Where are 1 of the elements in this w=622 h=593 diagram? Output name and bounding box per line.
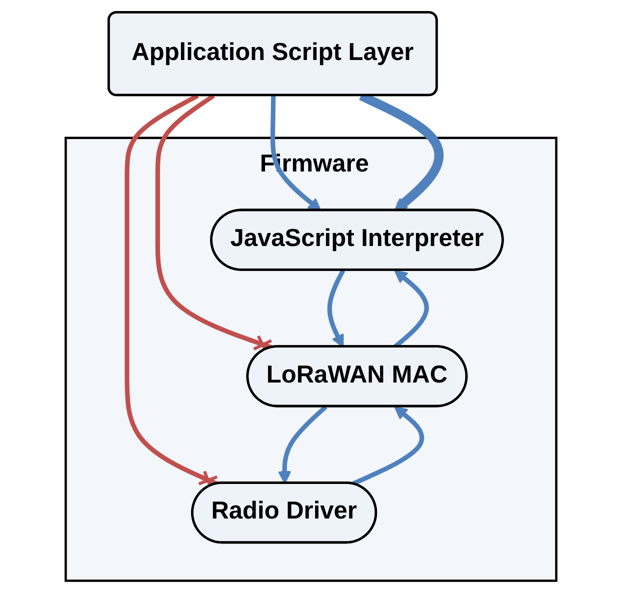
arrow <box>352 406 424 486</box>
